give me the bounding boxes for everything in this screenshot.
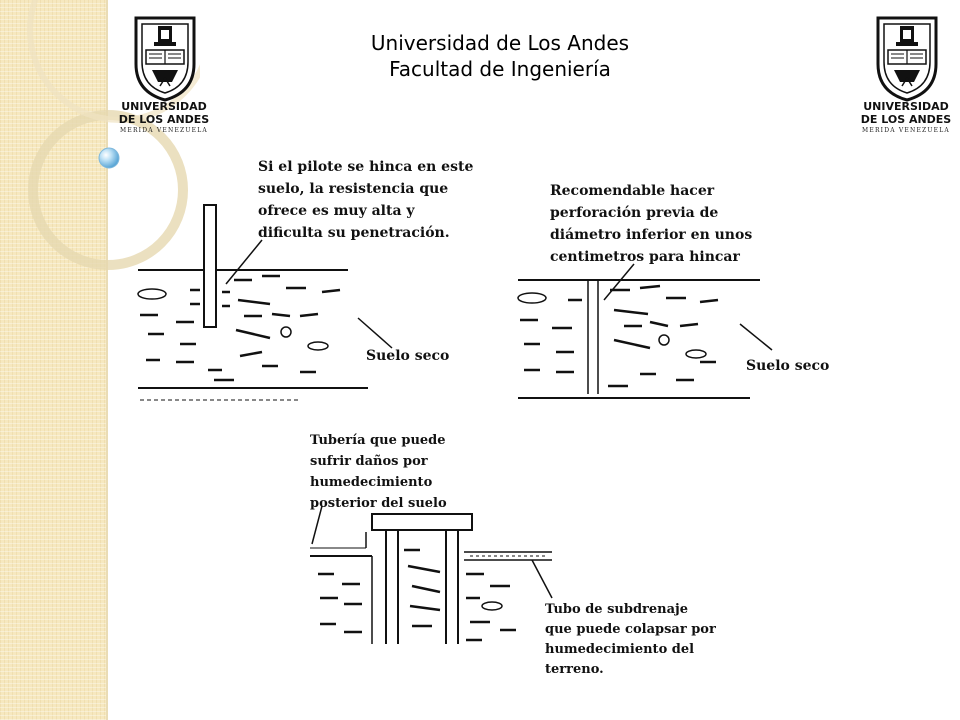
figure1-note: Si el pilote se hinca en este suelo, la … xyxy=(258,159,474,241)
university-logo-right: UNIVERSIDAD DE LOS ANDES MERIDA VENEZUEL… xyxy=(860,12,952,140)
figure2-soil-label: Suelo seco xyxy=(746,358,830,374)
logo-place: MERIDA VENEZUELA xyxy=(120,127,208,134)
figure3-drain-note: Tubo de subdrenaje que puede colapsar po… xyxy=(545,602,716,677)
figure1-drawing xyxy=(137,204,393,401)
university-logo-left: UNIVERSIDAD DE LOS ANDES MERIDA VENEZUEL… xyxy=(118,12,210,140)
figure2-drawing xyxy=(517,263,773,399)
university-title: Universidad de Los Andes xyxy=(370,31,630,55)
figure2-note: Recomendable hacer perforación previa de… xyxy=(550,183,753,265)
page-header: Universidad de Los Andes Facultad de Ing… xyxy=(300,30,700,82)
pile-icon xyxy=(203,204,217,328)
logo-name: UNIVERSIDAD DE LOS ANDES xyxy=(118,100,210,126)
figure3-drawing xyxy=(310,505,553,644)
faculty-title: Facultad de Ingeniería xyxy=(389,57,611,81)
university-seal-icon xyxy=(876,16,938,102)
pile-cap-icon xyxy=(371,513,473,531)
figure3-pipe-note: Tubería que puede sufrir daños por humed… xyxy=(310,433,447,511)
university-seal-icon xyxy=(134,16,196,102)
blue-bubble-icon xyxy=(98,147,120,169)
logo-name: UNIVERSIDAD DE LOS ANDES xyxy=(860,100,952,126)
decorative-rings xyxy=(27,0,200,270)
figure1-soil-label: Suelo seco xyxy=(366,348,450,364)
side-divider xyxy=(106,0,108,720)
logo-place: MERIDA VENEZUELA xyxy=(862,127,950,134)
